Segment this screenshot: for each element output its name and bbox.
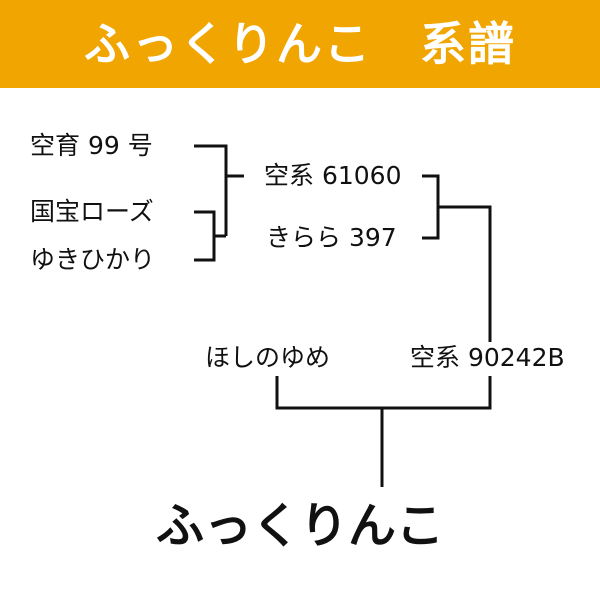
node-fukkurinko: ふっくりんこ <box>155 498 444 554</box>
node-kukei-61060: 空系 61060 <box>264 161 402 190</box>
node-yukihikari: ゆきひかり <box>30 245 156 274</box>
node-kokuho-rose: 国宝ローズ <box>30 197 154 226</box>
connector-kuiku-to-61060 <box>194 144 244 236</box>
connector-to-offspring <box>275 376 492 487</box>
connector-kokuho-yukihikari <box>194 210 226 262</box>
node-kukei-90242b: 空系 90242B <box>410 343 565 372</box>
node-hoshinoyume: ほしのゆめ <box>205 343 331 372</box>
node-kirara-397: きらら 397 <box>266 223 397 252</box>
connector-61060-kirara <box>422 174 492 342</box>
node-kuiku-99: 空育 99 号 <box>30 131 153 160</box>
page-title: ふっくりんこ 系譜 <box>0 0 600 88</box>
